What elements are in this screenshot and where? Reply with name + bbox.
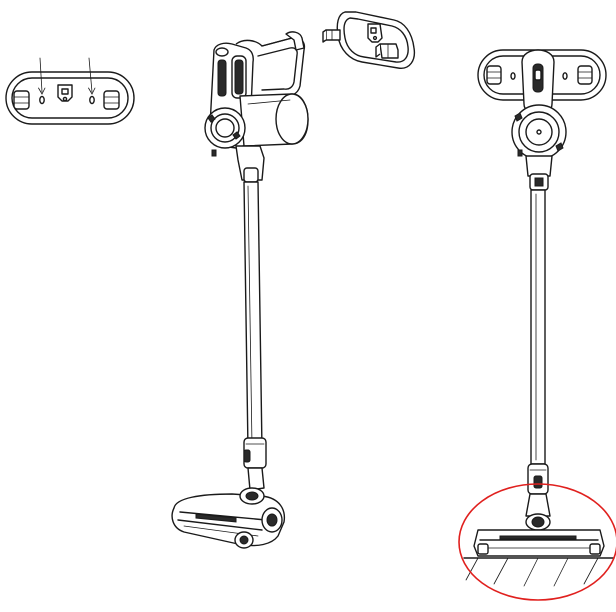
bracket-right-clip [103,90,120,110]
arrow-icon [38,57,46,95]
floor-brush-head [473,529,605,557]
wall-bracket-icon [322,11,416,69]
highlight-circle [458,483,616,601]
screw-hole-icon [39,95,45,105]
floor-brush-head [171,487,286,549]
screw-hole-icon [510,72,516,80]
arrow-icon [88,57,96,95]
stick-vacuum-icon [171,31,309,549]
floor-hatch-icon [463,557,615,587]
bracket-plate-inner-outline [11,77,129,119]
screw-hole-icon [562,72,568,80]
wall-bracket-mounting-holes [5,57,135,125]
screw-hole-icon [89,95,95,105]
bracket-left-clip [486,65,502,85]
bracket-right-clip [577,65,593,85]
bracket-left-clip [13,90,30,110]
vacuum-mounted-front-view [458,49,616,601]
bracket-center-latch [57,84,73,102]
